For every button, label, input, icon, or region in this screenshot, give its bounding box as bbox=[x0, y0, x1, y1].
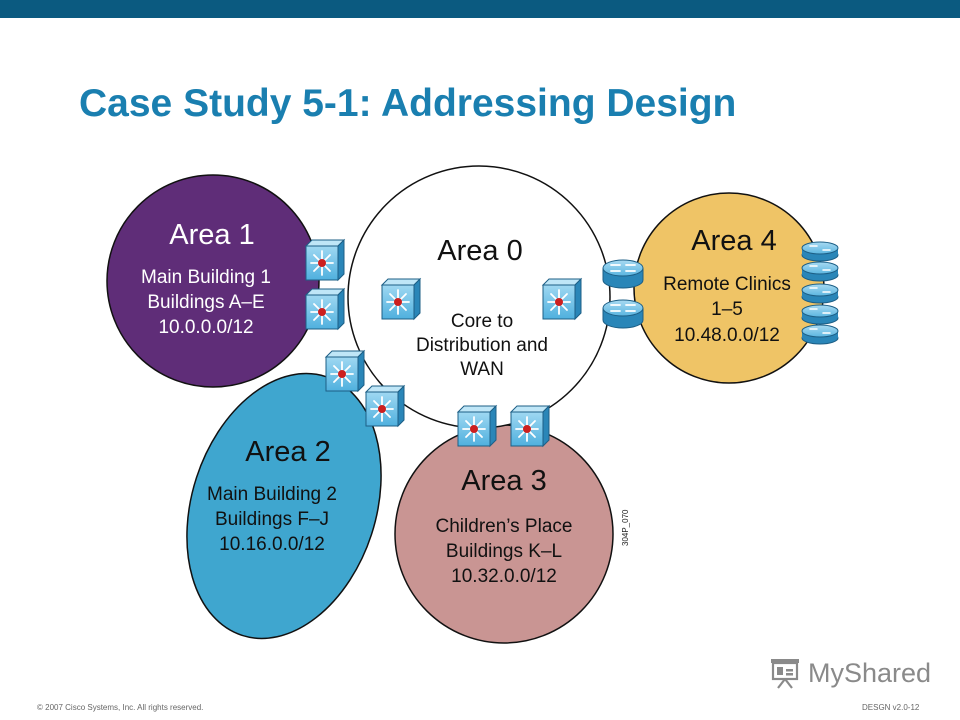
area1-shape bbox=[106, 174, 320, 388]
router-icon bbox=[801, 283, 839, 304]
router-icon bbox=[602, 259, 644, 289]
layer3-switch-icon bbox=[365, 385, 405, 427]
projector-screen-icon bbox=[771, 659, 799, 689]
area0-line-3: WAN bbox=[460, 359, 504, 380]
area2-line-1: Main Building 2 bbox=[207, 484, 337, 505]
area2-line-3: 10.16.0.0/12 bbox=[219, 534, 325, 555]
area1-line-2: Buildings A–E bbox=[147, 292, 264, 313]
area3-line-2: Buildings K–L bbox=[446, 541, 562, 562]
area4-line-3: 10.48.0.0/12 bbox=[674, 325, 780, 346]
router-icon bbox=[801, 324, 839, 345]
myshared-logo: MyShared bbox=[768, 656, 932, 692]
layer3-switch-icon bbox=[510, 405, 550, 447]
layer3-switch-icon bbox=[305, 288, 345, 330]
area4-line-2: 1–5 bbox=[711, 299, 743, 320]
area1-title: Area 1 bbox=[169, 219, 254, 251]
area3-line-1: Children’s Place bbox=[436, 516, 573, 537]
router-icon bbox=[801, 241, 839, 262]
course-code: DESGN v2.0-12 bbox=[862, 703, 920, 712]
router-icon bbox=[602, 299, 644, 329]
area2-title: Area 2 bbox=[245, 436, 330, 468]
slide-title: Case Study 5-1: Addressing Design bbox=[79, 82, 737, 125]
area0-line-1: Core to bbox=[451, 311, 513, 332]
area2-line-2: Buildings F–J bbox=[215, 509, 329, 530]
area0-title: Area 0 bbox=[437, 235, 522, 267]
area4-line-1: Remote Clinics bbox=[663, 274, 791, 295]
logo-text: MyShared bbox=[808, 658, 932, 688]
layer3-switch-icon bbox=[542, 278, 582, 320]
layer3-switch-icon bbox=[305, 239, 345, 281]
layer3-switch-icon bbox=[457, 405, 497, 447]
area1-line-1: Main Building 1 bbox=[141, 267, 271, 288]
area3-title: Area 3 bbox=[461, 465, 546, 497]
router-icon bbox=[801, 261, 839, 282]
area3-line-3: 10.32.0.0/12 bbox=[451, 566, 557, 587]
layer3-switch-icon bbox=[381, 278, 421, 320]
area1-line-3: 10.0.0.0/12 bbox=[158, 317, 253, 338]
area0-line-2: Distribution and bbox=[416, 335, 548, 356]
layer3-switch-icon bbox=[325, 350, 365, 392]
area4-title: Area 4 bbox=[691, 225, 776, 257]
copyright-notice: © 2007 Cisco Systems, Inc. All rights re… bbox=[37, 703, 204, 712]
router-icon bbox=[801, 304, 839, 325]
figure-code: 304P_070 bbox=[621, 509, 630, 546]
top-banner bbox=[0, 0, 960, 18]
